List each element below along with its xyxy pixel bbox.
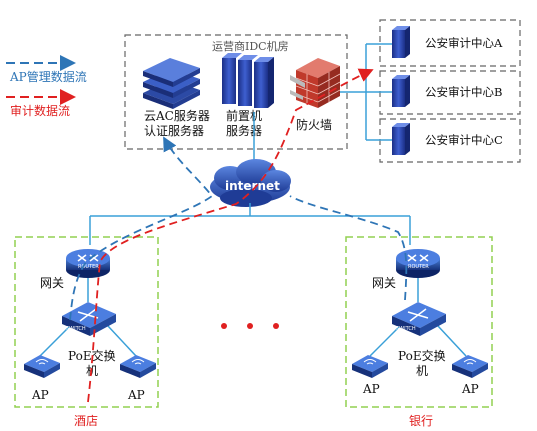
legend-audit-flow-label: 审计数据流 <box>10 103 70 118</box>
front-server-icon <box>222 53 274 108</box>
audit-center-label-c: 公安审计中心C <box>425 133 503 147</box>
hotel-internal-links <box>39 278 137 357</box>
hotel-ap-right-icon <box>120 355 156 378</box>
bank-site-name: 银行 <box>409 414 433 428</box>
hotel-poe-switch-icon: SWITCH <box>62 302 116 336</box>
hotel-router-tag: ROUTER <box>78 264 99 270</box>
legend-ap-flow-label: AP管理数据流 <box>9 69 87 84</box>
hotel-gateway-label: 网关 <box>40 276 64 290</box>
hotel-switch-tag: SWITCH <box>66 326 86 332</box>
cloud-ac-label-line1: 云AC服务器 <box>144 108 210 123</box>
audit-center-connectors <box>340 43 392 141</box>
bank-switch-label-line2: 机 <box>416 364 428 378</box>
audit-flow-path <box>87 68 374 403</box>
bank-ap-left-label: AP <box>362 382 380 396</box>
hotel-site-box <box>14 236 159 408</box>
ap-management-flow-bank <box>289 195 408 301</box>
hotel-gateway-router-icon: ROUTER <box>66 249 110 278</box>
idc-room-box <box>124 34 348 150</box>
bank-gateway-router-icon: ROUTER <box>396 249 440 278</box>
bank-gateway-label: 网关 <box>372 276 396 290</box>
bank-ap-right-icon <box>452 355 488 378</box>
bank-router-tag: ROUTER <box>408 264 429 270</box>
firewall-label: 防火墙 <box>296 117 332 132</box>
front-server-label-line2: 服务器 <box>226 123 262 138</box>
hotel-ap-right-label: AP <box>127 388 145 402</box>
bank-ap-left-icon <box>352 355 388 378</box>
audit-center-box-a <box>379 19 521 67</box>
bank-switch-tag: SWITCH <box>396 326 416 332</box>
audit-server-icon-b <box>392 75 410 107</box>
audit-center-label-b: 公安审计中心B <box>425 85 502 99</box>
legend: AP管理数据流 审计数据流 <box>6 55 87 118</box>
internet-label: internet <box>225 179 280 193</box>
audit-centers: 公安审计中心A 公安审计中心B 公安审计中心C <box>379 19 521 163</box>
audit-server-icon-a <box>392 26 410 58</box>
hotel-ap-left-label: AP <box>31 388 49 402</box>
more-sites-ellipsis <box>221 323 279 329</box>
bank-poe-switch-icon: SWITCH <box>392 302 446 336</box>
internet-distribution-bus <box>89 203 411 245</box>
bank-internal-links <box>369 278 467 357</box>
audit-center-label-a: 公安审计中心A <box>425 36 503 50</box>
internet-cloud-icon <box>210 159 291 207</box>
idc-room-title: 运营商IDC机房 <box>212 39 289 53</box>
hotel-site-name: 酒店 <box>74 414 98 428</box>
firewall-icon <box>290 58 341 108</box>
ap-management-flow-hotel <box>69 136 214 321</box>
hotel-ap-left-icon <box>24 355 60 378</box>
cloud-ac-server-icon <box>143 58 200 109</box>
bank-ap-right-label: AP <box>461 382 479 396</box>
bank-site-box <box>345 236 493 408</box>
audit-server-icon-c <box>392 123 410 155</box>
cloud-ac-label-line2: 认证服务器 <box>144 123 204 138</box>
bank-switch-label-line1: PoE交换 <box>398 348 446 363</box>
front-server-label-line1: 前置机 <box>226 108 262 123</box>
